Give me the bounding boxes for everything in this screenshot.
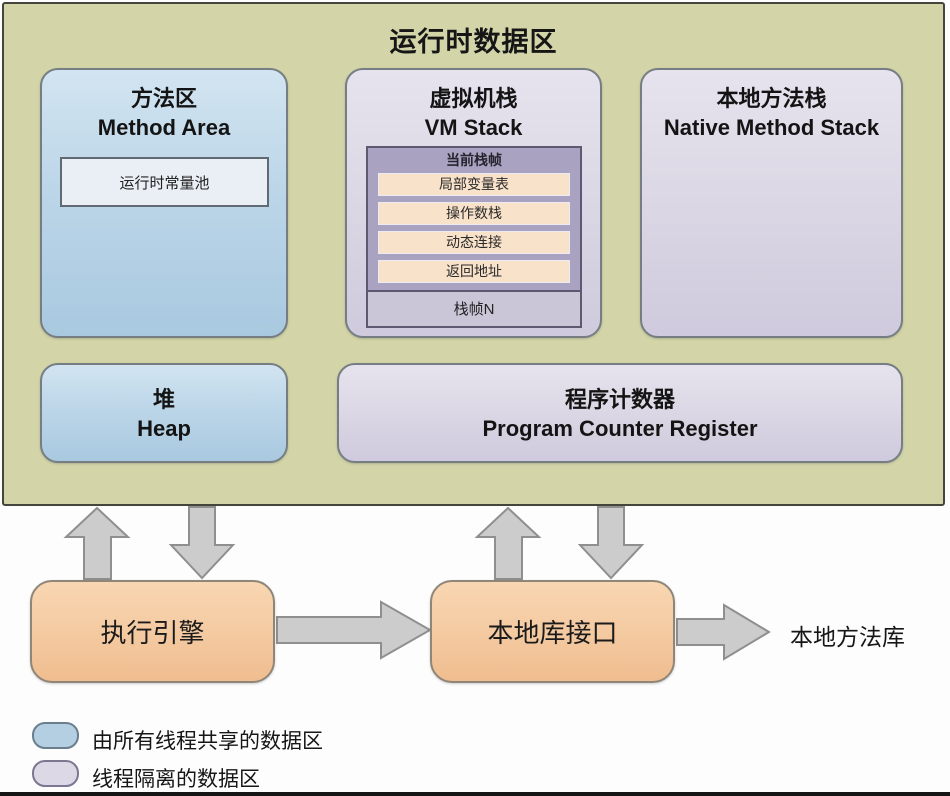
down-arrow-runtime-to-native [577, 506, 645, 580]
legend-label-shared: 由所有线程共享的数据区 [92, 730, 323, 753]
legend-swatch-isolated [32, 760, 79, 787]
legend-label-isolated: 线程隔离的数据区 [92, 768, 260, 791]
execution-engine-box: 执行引擎 [30, 580, 275, 683]
native-method-stack-title: 本地方法栈 Native Method Stack [642, 70, 901, 142]
down-arrow-runtime-to-engine [168, 506, 236, 580]
runtime-data-area-title: 运行时数据区 [389, 27, 558, 57]
vm-stack-title-zh: 虚拟机栈 [429, 86, 518, 111]
native-interface-box: 本地库接口 [430, 580, 675, 683]
stack-frame-container: 当前栈帧 局部变量表 操作数栈 动态连接 返回地址 栈帧N [366, 146, 582, 328]
pc-register-box: 程序计数器 Program Counter Register [337, 363, 903, 463]
current-stack-frame-label: 当前栈帧 [446, 152, 502, 168]
right-arrow-engine-to-interface [276, 600, 433, 660]
method-area-title: 方法区 Method Area [42, 70, 286, 142]
heap-title: 堆 Heap [42, 365, 286, 443]
pc-register-title: 程序计数器 Program Counter Register [339, 365, 901, 443]
up-arrow-engine-to-runtime [63, 506, 131, 580]
bottom-edge-strip [0, 792, 950, 796]
pc-register-title-zh: 程序计数器 [564, 387, 675, 412]
runtime-constant-pool-box: 运行时常量池 [60, 157, 269, 207]
heap-box: 堆 Heap [40, 363, 288, 463]
local-variable-table-box: 局部变量表 [378, 173, 570, 196]
method-area-title-en: Method Area [97, 115, 231, 140]
runtime-constant-pool-label: 运行时常量池 [119, 174, 210, 192]
pc-register-title-en: Program Counter Register [482, 416, 758, 441]
native-method-stack-title-zh: 本地方法栈 [716, 86, 827, 111]
execution-engine-label: 执行引擎 [100, 618, 205, 648]
dynamic-linking-box: 动态连接 [378, 231, 570, 254]
heap-title-zh: 堆 [152, 387, 175, 412]
native-method-stack-box: 本地方法栈 Native Method Stack [640, 68, 903, 338]
heap-title-en: Heap [137, 416, 191, 441]
legend-swatch-shared [32, 722, 79, 749]
return-address-box: 返回地址 [378, 260, 570, 283]
right-arrow-interface-to-library [676, 603, 771, 661]
method-area-title-zh: 方法区 [130, 86, 197, 111]
vm-stack-title: 虚拟机栈 VM Stack [347, 70, 600, 142]
native-library-label: 本地方法库 [790, 624, 905, 650]
stack-frame-n-box: 栈帧N [368, 290, 580, 326]
native-method-stack-title-en: Native Method Stack [663, 115, 880, 140]
up-arrow-native-to-runtime [474, 506, 542, 580]
method-area-box: 方法区 Method Area [40, 68, 288, 338]
vm-stack-title-en: VM Stack [424, 115, 523, 140]
operand-stack-box: 操作数栈 [378, 202, 570, 225]
native-interface-label: 本地库接口 [487, 618, 618, 648]
